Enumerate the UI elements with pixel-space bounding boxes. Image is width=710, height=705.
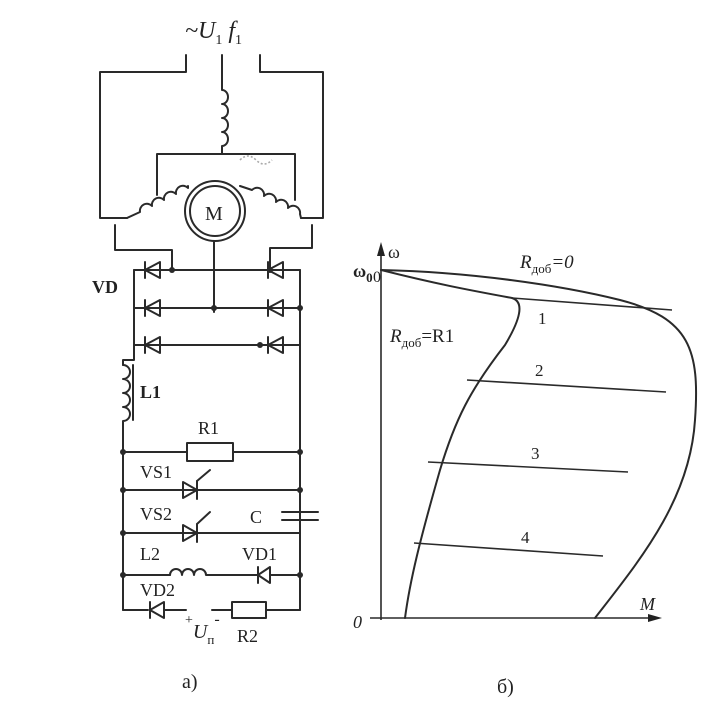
l1-label: L1	[140, 382, 161, 402]
motor: M	[184, 180, 246, 242]
torque-axis-label: M	[639, 594, 656, 614]
vd2-label: VD2	[140, 580, 175, 600]
vd-rectifier-bridge: VD	[92, 261, 303, 354]
vd2-r2-branch: VD2 +Uп- R2	[122, 580, 301, 647]
characteristic-graph: ω ω0 0 0 M 1 2 3 4 Rдоб=0 Rдоб=R1 б)	[353, 242, 698, 698]
step-label-2: 2	[535, 361, 544, 380]
step-line-1	[511, 297, 673, 311]
omega0-zero-label: 0	[373, 269, 381, 286]
r1-resistor: R1	[120, 418, 303, 462]
caption-b: б)	[497, 676, 514, 698]
curve-r-add-r1	[380, 269, 521, 619]
vs1-thyristor: VS1	[120, 462, 303, 500]
vs1-label: VS1	[140, 462, 172, 482]
r1-label: R1	[198, 418, 219, 438]
origin-label: 0	[353, 612, 362, 632]
step-line-2	[466, 379, 667, 393]
vd-label: VD	[92, 277, 118, 297]
torque-axis-arrow	[648, 614, 662, 622]
l1-inductor	[122, 364, 131, 611]
omega0-label: ω0	[353, 261, 373, 285]
step-line-4	[413, 542, 604, 557]
label-r-add-zero: Rдоб=0	[519, 252, 574, 276]
vs2-label: VS2	[140, 504, 172, 524]
up-label: +Uп-	[185, 611, 220, 647]
step-label-3: 3	[531, 444, 540, 463]
rotor-winding-right	[239, 185, 302, 219]
capacitor-c: C	[250, 507, 319, 527]
label-r-add-r1: Rдоб=R1	[389, 326, 454, 350]
caption-a: а)	[182, 671, 198, 693]
omega-axis-label: ω	[388, 242, 400, 262]
l2-vd1-branch: L2 VD1	[120, 544, 303, 584]
omega-axis-arrow	[377, 242, 385, 256]
curve-r-add-zero	[380, 269, 698, 619]
supply-label: ~U1 f1	[185, 18, 242, 48]
step-line-3	[427, 461, 629, 473]
supply-wiring	[99, 54, 324, 219]
vd1-label: VD1	[242, 544, 277, 564]
vs2-thyristor: VS2	[120, 504, 301, 543]
l2-label: L2	[140, 544, 160, 564]
step-label-4: 4	[521, 528, 530, 547]
step-label-1: 1	[538, 309, 547, 328]
circuit-diagram: ~U1 f1 M VD	[92, 18, 324, 693]
stator-phase-inductor	[156, 81, 229, 196]
r2-label: R2	[237, 626, 258, 646]
c-label: C	[250, 507, 262, 527]
motor-label: M	[205, 203, 223, 225]
rotor-winding-left	[126, 184, 189, 219]
